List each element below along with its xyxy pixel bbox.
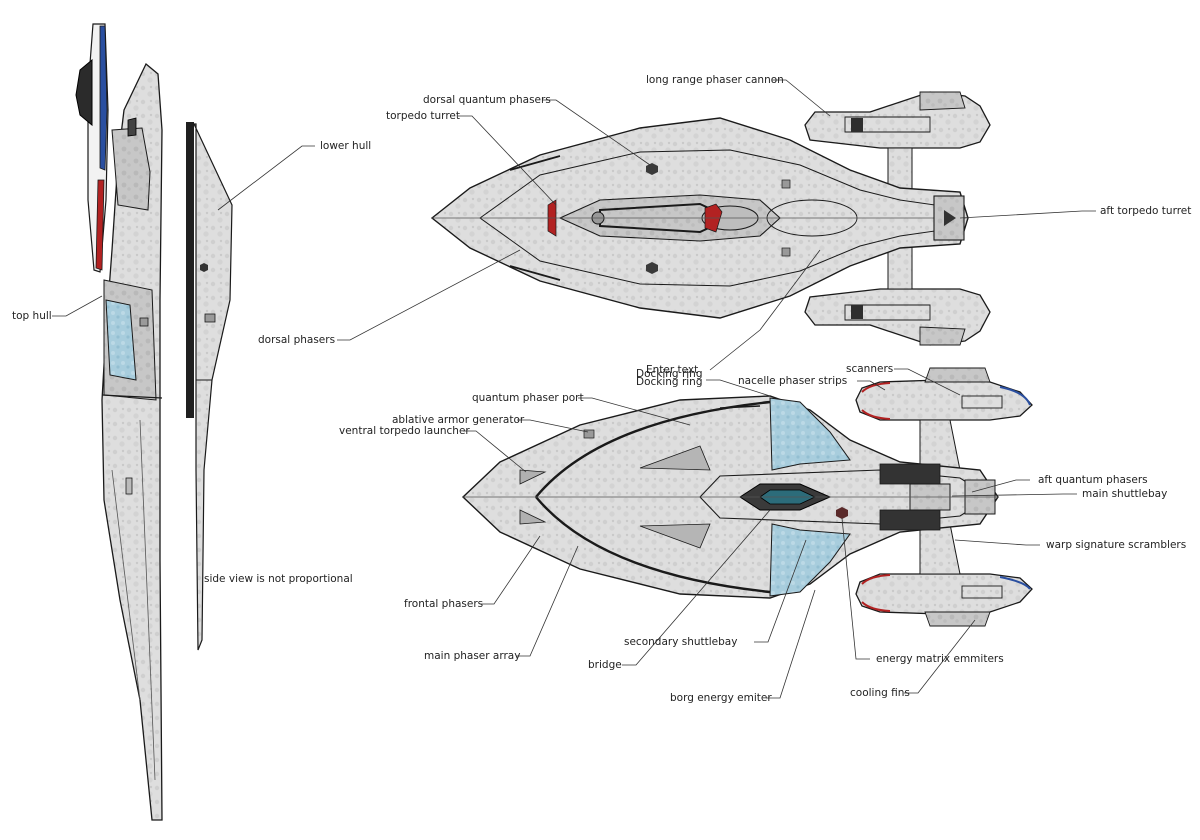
side-hatch: [139, 317, 149, 327]
dorsal-hatch: [781, 179, 791, 189]
side-panel-line: [101, 394, 163, 399]
label-main-shuttlebay: main shuttlebay: [1082, 488, 1168, 500]
ventral-view: [461, 367, 1033, 627]
side-main-hull: [101, 62, 163, 821]
label-frontal-phasers: frontal phasers: [404, 598, 484, 610]
dorsal-nacelle-lower: [804, 236, 991, 346]
lower-hull-hex: [200, 263, 208, 272]
leader-bridge: [622, 509, 771, 666]
leader-secondary-shuttlebay: [754, 539, 807, 643]
label-nacelle-phaser-strips: nacelle phaser strips: [738, 375, 848, 387]
leader-main-shuttlebay: [951, 493, 1077, 497]
label-ablative-armor-generator: ablative armor generator: [392, 414, 525, 426]
ventral-phaser-strip: [719, 405, 761, 409]
leader-long-range: [772, 79, 831, 117]
label-enter-text: Enter text: [646, 364, 699, 376]
ventral-launcher: [519, 509, 547, 525]
lower-hull-hatch: [204, 313, 216, 323]
leader-main-phaser: [516, 545, 579, 657]
lower-hull-plate: [186, 122, 194, 418]
leader-enter-text: [709, 249, 821, 371]
leader-aft-torpedo: [959, 210, 1096, 219]
ventral-armor-gen: [583, 429, 595, 439]
label-energy-matrix-emmiters: energy matrix emmiters: [876, 653, 1004, 665]
label-dorsal-quantum-phasers: dorsal quantum phasers: [423, 94, 551, 106]
ventral-glass-bottom: [769, 523, 851, 597]
side-fin: [127, 117, 137, 137]
ventral-panel: [639, 445, 711, 471]
label-lower-hull: lower hull: [320, 140, 372, 152]
ventral-hex: [836, 507, 848, 519]
leader-lines: [52, 79, 1096, 699]
dorsal-hatch: [781, 247, 791, 257]
side-panel-line: [139, 419, 156, 781]
label-cooling-fins: cooling fins: [850, 687, 910, 699]
label-aft-quantum-phasers: aft quantum phasers: [1038, 474, 1148, 486]
leader-docking: [706, 379, 771, 397]
side-red-strip: [95, 179, 105, 271]
label-main-phaser-array: main phaser array: [424, 650, 521, 662]
ventral-nacelle-lower: [855, 523, 1033, 627]
lower-hull-profile: [186, 122, 233, 651]
leader-dorsal-quantum: [542, 99, 651, 166]
label-dorsal-phasers: dorsal phasers: [258, 334, 336, 346]
side-sensor-dome: [75, 58, 93, 127]
ventral-glass-top: [769, 397, 851, 471]
side-upper-block: [111, 127, 151, 211]
label-aft-torpedo-turret: aft torpedo turret: [1100, 205, 1192, 217]
leader-warp-scramblers: [954, 539, 1040, 546]
ventral-dark-bay: [879, 463, 941, 485]
label-scanners: scanners: [846, 363, 894, 375]
leader-lower-hull: [217, 145, 315, 211]
dorsal-view: [430, 91, 991, 346]
lower-hull-body: [193, 123, 233, 651]
leader-borg: [766, 589, 816, 699]
side-hatch: [125, 477, 133, 495]
leader-dorsal-phasers: [337, 249, 521, 341]
label-warp-signature-scramblers: warp signature scramblers: [1046, 539, 1187, 551]
label-borg-energy-emiter: borg energy emiter: [670, 692, 772, 704]
ventral-launcher: [519, 469, 547, 485]
leader-top-hull: [52, 295, 103, 317]
ventral-panel: [639, 523, 711, 549]
leader-aft-quantum: [971, 479, 1030, 493]
dorsal-hex-top: [646, 163, 658, 175]
leader-frontal-phasers: [480, 535, 541, 605]
ventral-nacelle-upper: [855, 367, 1033, 471]
side-view-note: side view is not proportional: [204, 573, 353, 585]
leader-nacelle-strips: [857, 380, 886, 391]
label-torpedo-turret: torpedo turret: [386, 110, 460, 122]
leader-ablative: [517, 419, 589, 433]
label-long-range-phaser-cannon: long range phaser cannon: [646, 74, 784, 86]
label-quantum-phaser-port: quantum phaser port: [472, 392, 584, 404]
leader-cooling-fins: [904, 619, 976, 694]
leader-scanners: [894, 368, 961, 396]
label-secondary-shuttlebay: secondary shuttlebay: [624, 636, 738, 648]
side-panel-line: [111, 469, 141, 701]
dorsal-hex-bottom: [646, 262, 658, 274]
label-docking-ring-2: Docking ring: [636, 376, 703, 388]
side-blue-strip: [99, 25, 108, 171]
side-window-panel: [105, 299, 137, 381]
dorsal-phaser-strip: [509, 265, 561, 281]
leader-ventral-launcher: [463, 430, 527, 473]
leader-energy-matrix: [841, 517, 870, 660]
leader-quantum-port: [578, 397, 691, 426]
label-docking-ring-1: Docking ring: [636, 368, 703, 380]
dorsal-phaser-strip: [509, 155, 561, 171]
leader-torpedo-turret: [458, 115, 557, 206]
label-top-hull: top hull: [12, 310, 52, 322]
ventral-dark-bay: [879, 509, 941, 531]
dorsal-aft-turret: [944, 210, 956, 226]
label-bridge: bridge: [588, 659, 622, 671]
side-view: [75, 23, 163, 821]
ventral-arc: [535, 496, 771, 594]
label-ventral-torpedo-launcher: ventral torpedo launcher: [339, 425, 470, 437]
